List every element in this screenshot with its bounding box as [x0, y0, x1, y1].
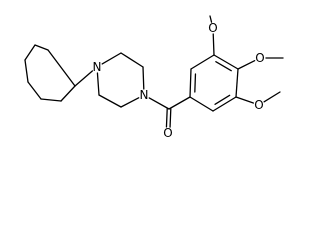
bond-n1-p1 [101, 52, 122, 65]
bond-aromatic-inner-b3-b4 [215, 61, 232, 72]
bond-o3-m3 [263, 91, 281, 103]
bond-p1-p2 [120, 52, 144, 68]
bond-aromatic-inner-b1-b2 [194, 73, 197, 93]
bond-carbonyl-double-a [169, 108, 172, 128]
bond-h1-h2 [34, 44, 49, 51]
bond-aromatic-inner-b5-b6 [214, 94, 231, 105]
bond-b1-b2 [189, 68, 192, 98]
bond-h5-h6 [40, 98, 62, 102]
atom-label-o-para: O [255, 51, 264, 65]
bond-b5-o3 [235, 96, 254, 104]
bond-b5-b6 [212, 96, 237, 112]
bond-b3-b4 [213, 54, 239, 70]
bond-h6-h7 [60, 85, 76, 102]
atom-label-o-carbonyl: O [163, 126, 172, 140]
bond-h3-h4 [24, 59, 29, 83]
bonds-group [24, 15, 284, 128]
atom-labels-group: N N O O O O [93, 21, 265, 140]
bond-b2-b3 [190, 54, 215, 70]
bond-b4-o2 [237, 60, 256, 70]
bond-n2-p3 [120, 97, 140, 108]
bond-p2-n2 [142, 66, 145, 90]
molecule-structure-diagram: N N O O O O [24, 15, 284, 140]
bond-n2-cc [148, 97, 170, 110]
bond-h7-n1 [74, 70, 94, 87]
atom-label-o-meta-top: O [208, 21, 217, 35]
bond-o1-m1 [209, 15, 213, 23]
bond-b4-b5 [235, 68, 239, 98]
atom-label-n1: N [93, 60, 102, 74]
bond-p3-p4 [98, 94, 122, 108]
bond-h7-h1 [47, 49, 76, 87]
bond-carbonyl-double-b [165, 108, 168, 128]
bond-h2-h3 [24, 44, 36, 61]
atom-label-o-meta-bottom: O [254, 98, 263, 112]
bond-h4-h5 [27, 81, 42, 100]
atom-label-n2: N [140, 88, 149, 102]
bond-p4-n1 [96, 72, 100, 96]
bond-b6-b1 [189, 96, 214, 112]
bond-b3-o1 [212, 33, 215, 56]
bond-cc-b1 [168, 96, 191, 110]
